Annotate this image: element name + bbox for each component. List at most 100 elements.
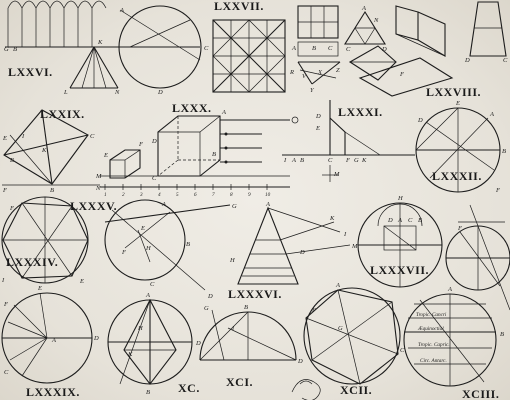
label-e: E xyxy=(2,135,7,142)
label-e-2: E xyxy=(103,152,108,159)
label-c-8: C xyxy=(150,281,155,288)
label-b-3: B xyxy=(10,157,14,164)
label-f-2: F xyxy=(2,187,8,194)
sphere-label-tropic-capricorn: Tropic. Capric. xyxy=(418,342,450,348)
scale-tick-4: 4 xyxy=(158,191,161,198)
label-r: R xyxy=(289,69,294,76)
label-c-11: C xyxy=(400,347,405,354)
sphere-label-antarctic-circle: Circ. Antarc. xyxy=(420,358,447,364)
label-a-9: A xyxy=(397,217,402,224)
label-c-9: C xyxy=(408,217,413,224)
plate-number-lxxxix: LXXXIX. xyxy=(26,385,80,399)
plate-number-lxxxv: LXXXV. xyxy=(70,199,117,213)
label-i-2: I xyxy=(283,157,287,164)
label-c: C xyxy=(204,45,209,52)
ornament-flourish xyxy=(291,379,321,400)
label-a-7: A xyxy=(161,201,166,208)
scale-tick-7: 7 xyxy=(212,192,215,198)
label-i: I xyxy=(21,133,25,140)
label-z: Z xyxy=(336,67,340,74)
label-c-7: C xyxy=(328,157,333,164)
label-a-11: A xyxy=(145,292,150,299)
figure-scale xyxy=(100,175,290,190)
scale-tick-6: 6 xyxy=(194,192,197,198)
label-v: V xyxy=(302,73,307,80)
label-d: D xyxy=(157,89,163,96)
label-m-2: M xyxy=(333,171,340,178)
scale-tick-8: 8 xyxy=(230,192,233,198)
label-h-4: H xyxy=(137,325,143,332)
plate-number-lxxxvi: LXXXVI. xyxy=(228,287,282,301)
plate-number-lxxxiv: LXXXIV. xyxy=(6,255,58,269)
scale-tick-1: 1 xyxy=(104,192,107,198)
figure-xci xyxy=(199,309,297,361)
label-e-7: E xyxy=(37,285,42,292)
label-k-5: K xyxy=(127,351,133,358)
label-d-10: D xyxy=(93,335,99,342)
label-f-8: F xyxy=(457,225,463,232)
label-g-3: G xyxy=(232,203,237,210)
label-a-12: A xyxy=(335,282,340,289)
label-c-5: C xyxy=(90,133,95,140)
figure-lxxix xyxy=(2,109,100,186)
plate-number-xc: XC. xyxy=(178,381,200,395)
plate-number-lxxxvii: LXXXVII. xyxy=(370,263,429,277)
label-b-6: B xyxy=(300,157,304,164)
figure-trapezoid xyxy=(469,1,507,57)
figure-right-circle xyxy=(445,204,510,311)
label-a-8: A xyxy=(265,201,270,208)
figure-xc xyxy=(107,298,193,385)
label-f-10: F xyxy=(311,307,317,314)
label-y: Y xyxy=(310,87,315,94)
label-k-2: K xyxy=(41,147,47,154)
label-f-3: F xyxy=(138,141,144,148)
sphere-label-equinoctial: Æquinoctial xyxy=(417,326,444,332)
label-b-10: B xyxy=(146,389,150,396)
label-a-6: A xyxy=(489,111,494,118)
label-d-8: D xyxy=(299,249,305,256)
label-g-2: G xyxy=(354,157,359,164)
figure-lxxxii xyxy=(415,107,501,193)
label-f-4: F xyxy=(345,157,351,164)
plate-number-lxxviii: LXXVIII. xyxy=(426,85,481,99)
label-g: G xyxy=(4,46,9,53)
figure-lxxvi xyxy=(5,0,202,89)
scale-tick-5: 5 xyxy=(176,192,179,198)
label-g-5: G xyxy=(338,325,343,332)
label-a: A xyxy=(119,7,124,14)
label-c-4: C xyxy=(503,57,508,64)
label-i-3: I xyxy=(1,277,5,284)
plate-number-xciii: XCIII. xyxy=(462,387,499,400)
label-d-2: D xyxy=(381,46,387,53)
label-h-2: H xyxy=(229,257,235,264)
label-d-7: D xyxy=(207,293,213,300)
scale-tick-2: 2 xyxy=(122,192,125,198)
label-d-3: D xyxy=(464,57,470,64)
label-h-3: H xyxy=(397,195,403,202)
label-c-10: C xyxy=(4,369,9,376)
label-x: X xyxy=(317,69,323,76)
figure-xcii xyxy=(303,287,401,385)
label-i-5: I xyxy=(231,325,235,332)
plate-number-lxxvi: LXXVI. xyxy=(8,65,53,79)
figure-lxxxi xyxy=(282,100,415,182)
label-d-4: D xyxy=(151,138,157,145)
label-e-6: E xyxy=(140,225,145,232)
label-n-3: N xyxy=(95,185,101,192)
plate-number-lxxix: LXXIX. xyxy=(40,107,85,121)
label-k-3: K xyxy=(361,157,367,164)
label-f: F xyxy=(399,71,405,78)
label-k: K xyxy=(97,39,103,46)
label-d-6: D xyxy=(417,117,423,124)
figure-lxxxvi-pyramid xyxy=(237,206,351,285)
label-b: B xyxy=(13,46,17,53)
label-b-9: B xyxy=(418,217,422,224)
scale-tick-10: 10 xyxy=(265,192,271,198)
label-c-3: C xyxy=(346,46,351,53)
figure-circle-lines xyxy=(104,199,231,291)
label-f-6: F xyxy=(121,249,127,256)
label-c-6: C xyxy=(152,175,157,182)
label-d-9: D xyxy=(387,217,393,224)
label-n: N xyxy=(114,89,120,96)
